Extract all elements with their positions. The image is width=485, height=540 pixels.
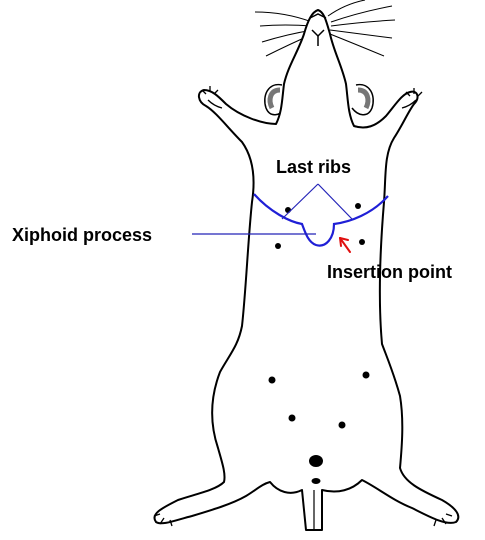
- dot-icon: [355, 203, 361, 209]
- last-ribs-label: Last ribs: [276, 158, 351, 176]
- dot-icon: [269, 377, 276, 384]
- dot-icon: [339, 422, 346, 429]
- dot-icon: [312, 478, 321, 484]
- dot-icon: [275, 243, 281, 249]
- dot-icon: [309, 455, 323, 467]
- dot-icon: [285, 207, 291, 213]
- dot-icon: [289, 415, 296, 422]
- insertion-point-label: Insertion point: [327, 263, 452, 281]
- dot-icon: [363, 372, 370, 379]
- xiphoid-process-label: Xiphoid process: [12, 226, 152, 244]
- dot-icon: [359, 239, 365, 245]
